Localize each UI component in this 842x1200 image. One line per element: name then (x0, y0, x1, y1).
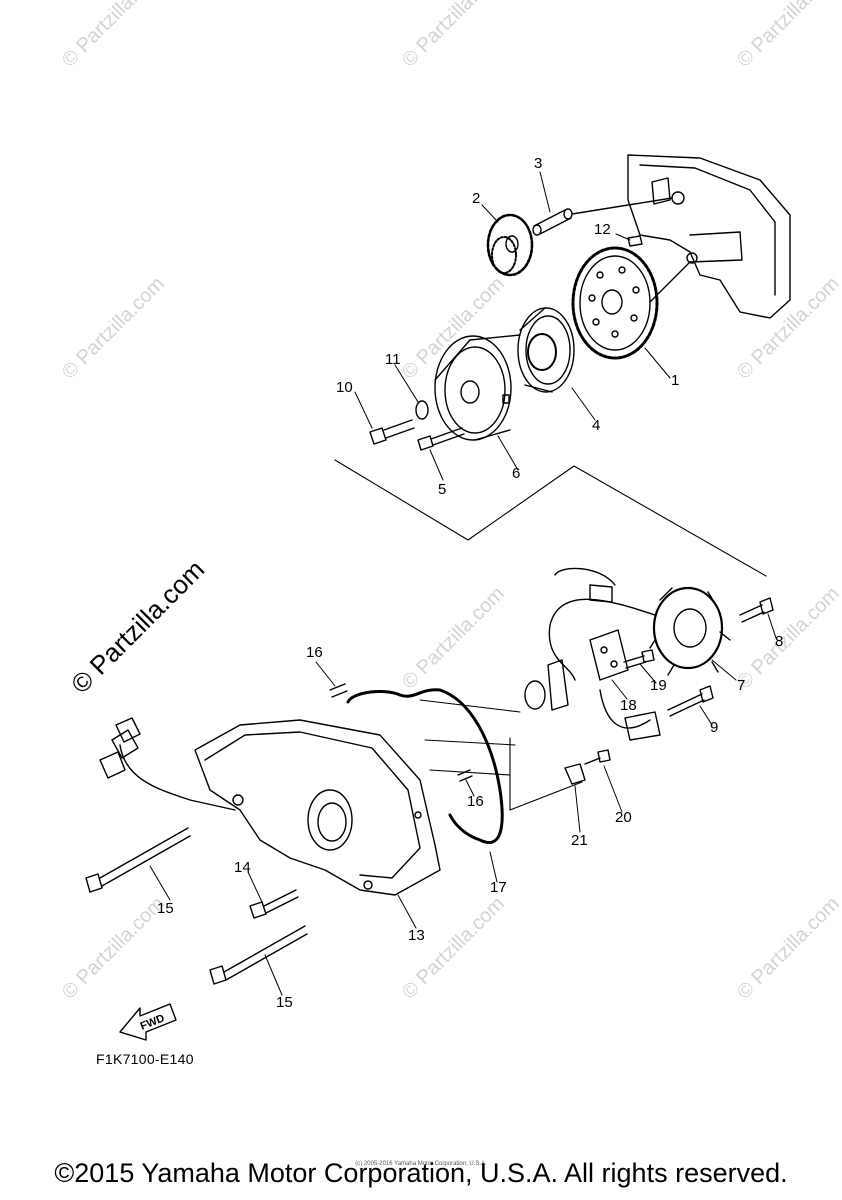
watermark-large: © Partzilla.com (65, 554, 210, 699)
callout-8: 8 (775, 633, 783, 650)
callout-2: 2 (472, 190, 480, 207)
watermark: © Partzilla.com (398, 273, 509, 384)
long-bolt-part-15 (209, 925, 308, 985)
lower-bracket-line (509, 737, 583, 811)
assembly-bracket-line (334, 459, 767, 577)
callout-3: 3 (534, 155, 542, 172)
bolt-part-9 (667, 685, 714, 717)
callout-15: 15 (157, 900, 174, 917)
callout-6: 6 (512, 465, 520, 482)
leader-lines (149, 171, 777, 996)
callout-20: 20 (615, 809, 632, 826)
washer-part-11 (415, 400, 429, 420)
callout-18: 18 (620, 697, 637, 714)
dowel-pin-16 (329, 683, 348, 698)
callout-4: 4 (592, 417, 600, 434)
callout-5: 5 (438, 481, 446, 498)
watermark: © Partzilla.com (398, 583, 509, 694)
watermark: © Partzilla.com (733, 583, 842, 694)
fwd-arrow-icon (119, 1003, 177, 1041)
key-part-12 (627, 235, 643, 247)
pin-part-3 (532, 197, 673, 236)
watermark: © Partzilla.com (398, 0, 509, 72)
screw-part-20 (584, 749, 611, 765)
screw-part-19 (623, 649, 655, 669)
wiring-harness (99, 717, 236, 811)
callout-13: 13 (408, 927, 425, 944)
pickup-coil-part-18 (589, 629, 661, 741)
stator-wire (548, 598, 656, 681)
clamp-part-21 (564, 763, 586, 785)
callout-15: 15 (276, 994, 293, 1011)
watermark: © Partzilla.com (733, 0, 842, 72)
watermark: © Partzilla.com (398, 893, 509, 1004)
dowel-pin-16 (457, 769, 473, 782)
copyright-footer: ©2015 Yamaha Motor Corporation, U.S.A. A… (54, 1158, 788, 1188)
watermark: © Partzilla.com (58, 0, 169, 72)
callout-17: 17 (490, 879, 507, 896)
one-way-clutch-part-4 (517, 307, 575, 393)
crankcase-cover-part-13 (194, 719, 441, 896)
callout-16: 16 (467, 793, 484, 810)
rotor-part-6 (434, 334, 521, 441)
starter-wheel-gear-part-1 (571, 246, 691, 360)
nut-part-10 (369, 419, 415, 445)
watermark: © Partzilla.com (58, 893, 169, 1004)
callout-12: 12 (594, 221, 611, 238)
fine-print: (c) 2005-2016 Yamaha Motor Corporation, … (355, 1161, 487, 1167)
stator-part-7 (649, 586, 731, 676)
oil-seal (524, 659, 569, 711)
callout-21: 21 (571, 832, 588, 849)
callout-14: 14 (234, 859, 251, 876)
callout-10: 10 (336, 379, 353, 396)
callout-19: 19 (650, 677, 667, 694)
watermark: © Partzilla.com (58, 273, 169, 384)
crankcase-illustration (627, 154, 791, 319)
figure-code: F1K7100-E140 (96, 1051, 194, 1067)
callout-1: 1 (671, 372, 679, 389)
bolt-part-14 (249, 889, 299, 919)
idle-gear-part-2 (486, 213, 534, 277)
watermark: © Partzilla.com (733, 273, 842, 384)
callout-9: 9 (710, 719, 718, 736)
callout-7: 7 (737, 677, 745, 694)
callout-11: 11 (385, 351, 401, 368)
gasket-part-17 (346, 688, 504, 844)
watermark: © Partzilla.com (733, 893, 842, 1004)
background-watermarks: © Partzilla.com © Partzilla.com © Partzi… (58, 0, 842, 1004)
callout-16: 16 (306, 644, 323, 661)
callout-labels: 1 2 3 4 5 6 7 8 9 10 11 12 13 14 15 15 1… (139, 155, 784, 1033)
bolt-part-5 (417, 427, 465, 451)
bolt-part-8 (739, 597, 774, 623)
wire-clamp (589, 584, 613, 603)
long-bolt-part-15 (85, 827, 191, 893)
